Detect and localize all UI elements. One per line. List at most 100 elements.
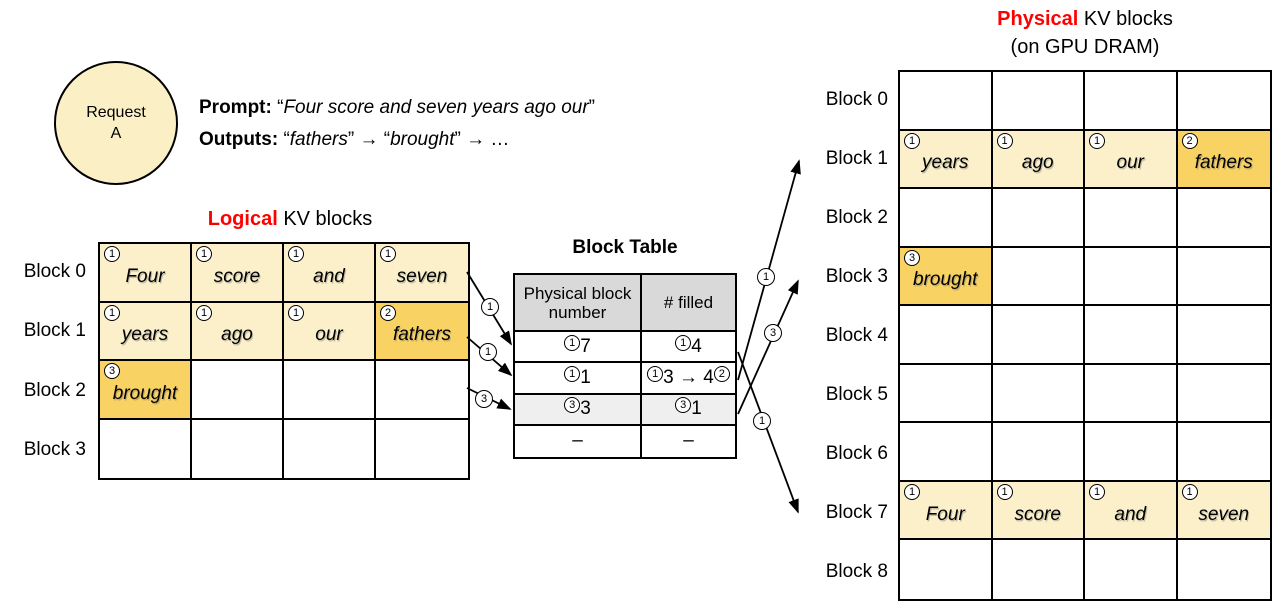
- text-segment: –: [572, 430, 583, 452]
- kv-cell: [993, 540, 1085, 599]
- kv-word: our: [315, 324, 343, 346]
- logical-block-label: Block 2: [23, 379, 86, 401]
- logical-block-label: Block 0: [23, 260, 86, 282]
- physical-block-label: Block 6: [825, 442, 888, 464]
- kv-cell: [1085, 72, 1178, 131]
- circled-number: 1: [1181, 483, 1198, 500]
- text-segment: Physical: [997, 8, 1079, 30]
- text-segment: Four score and seven years ago our: [283, 97, 589, 118]
- arrow-label-circled-3: 3: [475, 390, 493, 408]
- logical-kv-title: Logical KV blocks: [140, 208, 440, 231]
- kv-cell: [900, 540, 993, 599]
- kv-cell: 3 brought: [900, 247, 993, 307]
- kv-word: brought: [913, 269, 978, 291]
- circled-number: 1: [904, 483, 920, 500]
- kv-word: fathers: [392, 324, 452, 346]
- arrow-label-circled-1: 1: [479, 343, 497, 361]
- physical-kv-title-line2: (on GPU DRAM): [1010, 36, 1160, 58]
- kv-cell: [1085, 540, 1178, 599]
- kv-cell: [1177, 423, 1270, 482]
- physical-kv-title: Physical KV blocks (on GPU DRAM): [935, 5, 1235, 61]
- kv-word: ago: [1021, 152, 1054, 174]
- kv-cell: [1177, 306, 1270, 365]
- text-segment: ”: [588, 97, 595, 118]
- kv-cell: [1085, 189, 1178, 248]
- physical-block-label: Block 4: [825, 324, 888, 346]
- block-table-title: Block Table: [572, 237, 678, 258]
- circled-number: 1: [196, 246, 212, 262]
- kv-cell: [992, 306, 1085, 365]
- text-segment: 3 → 4: [663, 366, 714, 388]
- request-a-badge: Request A: [54, 61, 178, 185]
- circled-number: 3: [564, 397, 581, 414]
- physical-block-label: Block 1: [825, 147, 888, 169]
- kv-cell: [992, 189, 1085, 248]
- text-segment: 7: [580, 335, 591, 357]
- logical-row-labels: Block 0 Block 1 Block 2 Block 3: [0, 242, 86, 480]
- circled-number: 2: [713, 365, 730, 382]
- block-table-header-physical-number: Physical block number: [515, 275, 642, 332]
- request-label: Request: [86, 104, 146, 121]
- text-segment: 3: [580, 398, 591, 420]
- physical-block-label: Block 5: [825, 383, 888, 405]
- outputs-line: Outputs: “fathers” → “brought” → …: [199, 124, 595, 156]
- kv-word: seven: [1198, 503, 1250, 525]
- text-segment: Logical: [207, 208, 278, 230]
- logical-block-label: Block 3: [23, 439, 86, 461]
- circled-number: 3: [675, 397, 692, 414]
- physical-kv-title-line1: Physical KV blocks: [935, 5, 1235, 33]
- kv-cell: [992, 247, 1085, 307]
- text-segment: brought: [390, 129, 455, 150]
- kv-cell: [900, 423, 993, 482]
- circled-number: 2: [1181, 132, 1198, 149]
- kv-cell: [1085, 247, 1178, 307]
- circled-number: 1: [904, 132, 920, 149]
- kv-word: score: [213, 265, 261, 287]
- kv-cell: [192, 419, 284, 478]
- kv-cell: [192, 361, 284, 420]
- circled-number: 2: [380, 304, 396, 321]
- kv-cell: [1178, 540, 1271, 599]
- request-id: A: [110, 125, 122, 142]
- circled-number: 3: [904, 249, 920, 266]
- kv-cell: [376, 361, 468, 420]
- prompt-panel: Prompt: “Four score and seven years ago …: [199, 92, 595, 156]
- block-table-header-filled: # filled: [642, 275, 735, 332]
- text-segment: fathers: [289, 129, 348, 150]
- text-segment: ” → …: [454, 129, 510, 150]
- circled-number: 3: [104, 363, 120, 379]
- arrow-label-circled-1: 1: [757, 268, 775, 286]
- circled-number: 1: [196, 304, 212, 321]
- kv-cell: [992, 72, 1085, 131]
- kv-cell: [900, 306, 993, 365]
- kv-word: score: [1014, 503, 1061, 525]
- kv-cell: [1177, 72, 1270, 131]
- text-segment: –: [683, 430, 694, 452]
- prompt-line: Prompt: “Four score and seven years ago …: [199, 92, 595, 124]
- physical-block-label: Block 3: [825, 265, 888, 287]
- kv-word: years: [121, 324, 169, 346]
- kv-cell: 2 fathers: [376, 302, 468, 361]
- circled-number: 1: [380, 246, 396, 262]
- circled-number: 1: [675, 334, 692, 351]
- kv-word: ago: [221, 324, 253, 346]
- circled-number: 1: [1089, 132, 1105, 149]
- logical-block-label: Block 1: [23, 320, 86, 342]
- block-table-cell: –: [642, 426, 735, 457]
- text-segment: Prompt:: [199, 97, 278, 118]
